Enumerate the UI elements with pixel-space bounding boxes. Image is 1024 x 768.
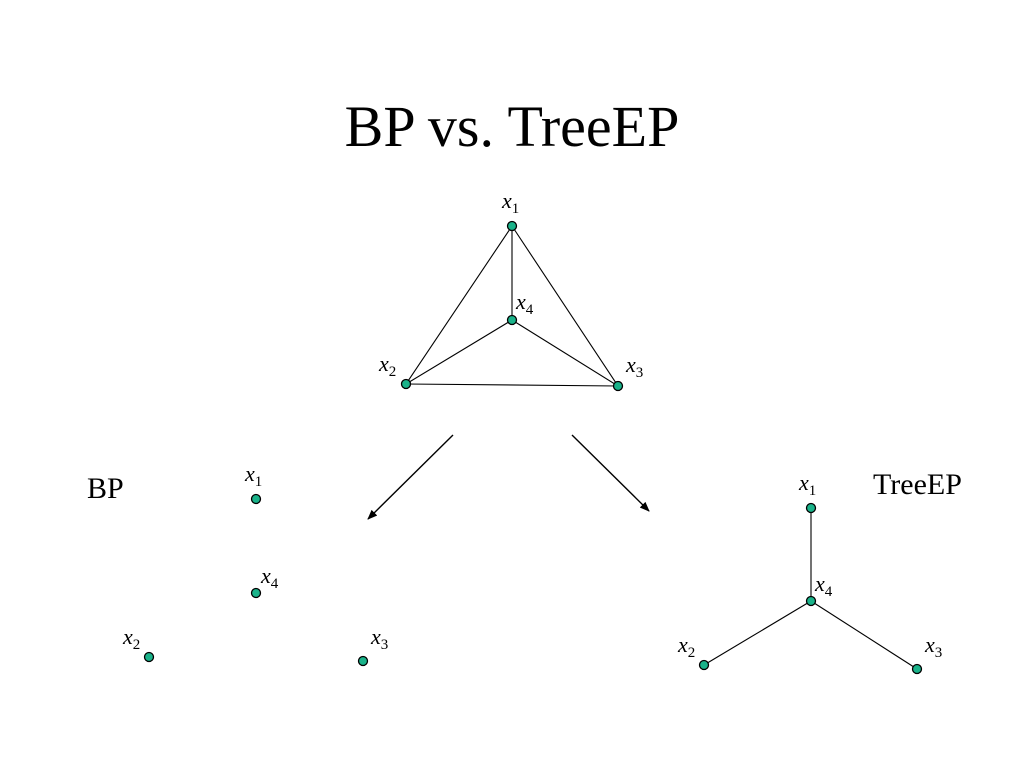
edge-x1-x3: [511, 225, 619, 387]
tree-node-x3: [911, 663, 923, 675]
label-x2: x2: [378, 351, 396, 380]
label-x3: x3: [625, 352, 643, 381]
full-graph: x1 x4 x2 x3: [378, 188, 643, 392]
edge-x4-x3: [511, 319, 619, 387]
bp-node-x1: [250, 493, 262, 505]
arrow-to-bp: [367, 434, 454, 520]
node-x1: [506, 220, 518, 232]
slide-title: BP vs. TreeEP: [344, 94, 680, 159]
tree-node-x1: [805, 502, 817, 514]
arrow-to-treeep: [571, 434, 650, 512]
node-x4: [506, 314, 518, 326]
tree-node-x2: [698, 659, 710, 671]
tree-node-x4: [805, 595, 817, 607]
tree-edge-x4-x2: [703, 600, 812, 666]
tree-label-x4: x4: [814, 571, 833, 600]
bp-label-x1: x1: [244, 461, 262, 490]
tree-edge-x4-x3: [810, 600, 918, 670]
node-x3: [612, 380, 624, 392]
bp-label-x2: x2: [122, 624, 140, 653]
node-x2: [400, 378, 412, 390]
bp-label-x4: x4: [260, 563, 279, 592]
bp-node-x2: [143, 651, 155, 663]
bp-node-x4: [250, 587, 262, 599]
tree-label-x1: x1: [798, 470, 816, 499]
edge-x1-x2: [405, 225, 513, 385]
edge-x4-x2: [405, 319, 513, 385]
treeep-graph: TreeEP x1 x4 x2 x3: [677, 468, 962, 675]
bp-label: BP: [87, 472, 124, 505]
bp-label-x3: x3: [370, 624, 388, 653]
bp-node-x3: [357, 655, 369, 667]
tree-label-x3: x3: [924, 632, 942, 661]
treeep-label: TreeEP: [873, 468, 962, 501]
label-x4: x4: [515, 289, 534, 318]
edge-x2-x3: [405, 383, 619, 387]
label-x1: x1: [501, 188, 519, 217]
tree-label-x2: x2: [677, 632, 695, 661]
bp-graph: BP x1 x4 x2 x3: [87, 461, 388, 667]
